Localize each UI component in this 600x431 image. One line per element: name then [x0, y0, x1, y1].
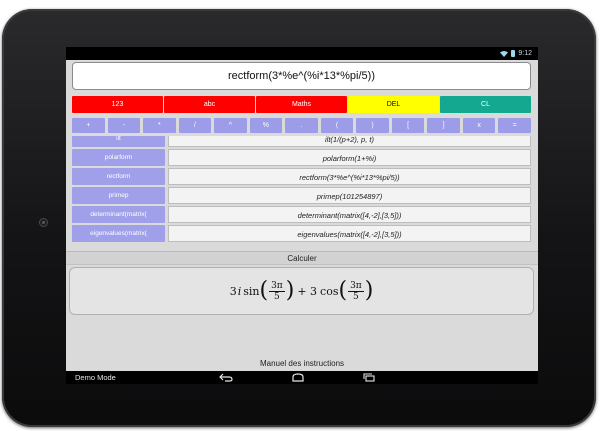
function-example[interactable]: polarform(1+%i) — [168, 149, 531, 166]
result-imaginary-unit: i — [237, 284, 242, 298]
list-item[interactable]: rectform rectform(3*%e^(%i*13*%pi/5)) — [72, 168, 531, 185]
op-dot-button[interactable]: . — [285, 118, 318, 133]
mode-abc-button[interactable]: abc — [164, 96, 255, 113]
manual-link[interactable]: Manuel des instructions — [259, 359, 345, 368]
result-plus-term: + 3 — [297, 284, 318, 298]
op-open-paren-button[interactable]: ( — [320, 118, 354, 133]
result-fraction: 3π 5 — [348, 281, 364, 302]
mode-buttons: 123 abc Maths DEL CL — [72, 96, 531, 113]
calculator-app: rectform(3*%e^(%i*13*%pi/5)) 123 abc Mat… — [66, 60, 538, 371]
recent-apps-icon[interactable] — [362, 373, 376, 382]
paren-close: ) — [285, 278, 295, 303]
result-cos: cos — [320, 284, 339, 298]
op-plus-button[interactable]: + — [72, 118, 105, 133]
function-example[interactable]: ilt(1/(p+2), p, t) — [168, 136, 531, 147]
wifi-icon — [500, 50, 509, 57]
paren-open: ( — [338, 278, 348, 303]
paren-close: ) — [364, 278, 374, 303]
function-example[interactable]: primep(101254897) — [168, 187, 531, 204]
camera-icon — [39, 218, 48, 227]
op-power-button[interactable]: ^ — [214, 118, 247, 133]
list-item[interactable]: polarform polarform(1+%i) — [72, 149, 531, 166]
function-list: ilt ilt(1/(p+2), p, t) polarform polarfo… — [72, 136, 531, 246]
clear-button[interactable]: CL — [440, 96, 531, 113]
operator-keys: + - * / ^ % . ( ) [ ] x = — [72, 118, 531, 133]
fraction-numerator: 3π — [269, 280, 285, 292]
list-item[interactable]: primep primep(101254897) — [72, 187, 531, 204]
op-x-button[interactable]: x — [462, 118, 496, 133]
demo-mode-label: Demo Mode — [75, 373, 116, 382]
fraction-denominator: 5 — [274, 291, 280, 302]
mode-maths-button[interactable]: Maths — [256, 96, 347, 113]
paren-open: ( — [259, 278, 269, 303]
function-name[interactable]: determinant(matrix( — [72, 206, 165, 223]
fraction-numerator: 3π — [348, 280, 364, 292]
function-name[interactable]: eigenvalues(matrix( — [72, 225, 165, 242]
op-multiply-button[interactable]: * — [143, 118, 176, 133]
op-divide-button[interactable]: / — [178, 118, 212, 133]
function-name[interactable]: polarform — [72, 149, 165, 166]
function-name[interactable]: rectform — [72, 168, 165, 185]
list-item[interactable]: ilt ilt(1/(p+2), p, t) — [72, 136, 531, 147]
op-equals-button[interactable]: = — [498, 118, 531, 133]
result-fraction: 3π 5 — [269, 281, 285, 302]
op-close-bracket-button[interactable]: ] — [427, 118, 460, 133]
battery-icon — [511, 50, 516, 57]
result-panel: 3 i sin ( 3π 5 ) + 3 cos ( 3π 5 ) — [69, 267, 534, 315]
status-time: 9:12 — [518, 50, 532, 57]
result-sin: sin — [243, 284, 260, 298]
result-coefficient: 3 — [229, 284, 237, 298]
fraction-denominator: 5 — [353, 291, 359, 302]
op-open-bracket-button[interactable]: [ — [391, 118, 425, 133]
function-example[interactable]: determinant(matrix([4,-2],[3,5])) — [168, 206, 531, 223]
function-example[interactable]: eigenvalues(matrix([4,-2],[3,5])) — [168, 225, 531, 242]
op-percent-button[interactable]: % — [249, 118, 283, 133]
navigation-bar: Demo Mode — [66, 371, 538, 384]
expression-display[interactable]: rectform(3*%e^(%i*13*%pi/5)) — [72, 62, 531, 90]
del-button[interactable]: DEL — [348, 96, 439, 113]
function-name[interactable]: primep — [72, 187, 165, 204]
home-icon[interactable] — [291, 373, 305, 382]
op-minus-button[interactable]: - — [107, 118, 141, 133]
mode-123-button[interactable]: 123 — [72, 96, 163, 113]
list-item[interactable]: determinant(matrix( determinant(matrix([… — [72, 206, 531, 223]
device-screen: 9:12 rectform(3*%e^(%i*13*%pi/5)) 123 ab… — [66, 47, 538, 384]
function-example[interactable]: rectform(3*%e^(%i*13*%pi/5)) — [168, 168, 531, 185]
back-icon[interactable] — [219, 373, 233, 382]
op-close-paren-button[interactable]: ) — [356, 118, 389, 133]
calculate-button[interactable]: Calculer — [66, 251, 538, 265]
function-name[interactable]: ilt — [72, 136, 165, 147]
status-bar: 9:12 — [66, 47, 538, 60]
list-item[interactable]: eigenvalues(matrix( eigenvalues(matrix([… — [72, 225, 531, 242]
